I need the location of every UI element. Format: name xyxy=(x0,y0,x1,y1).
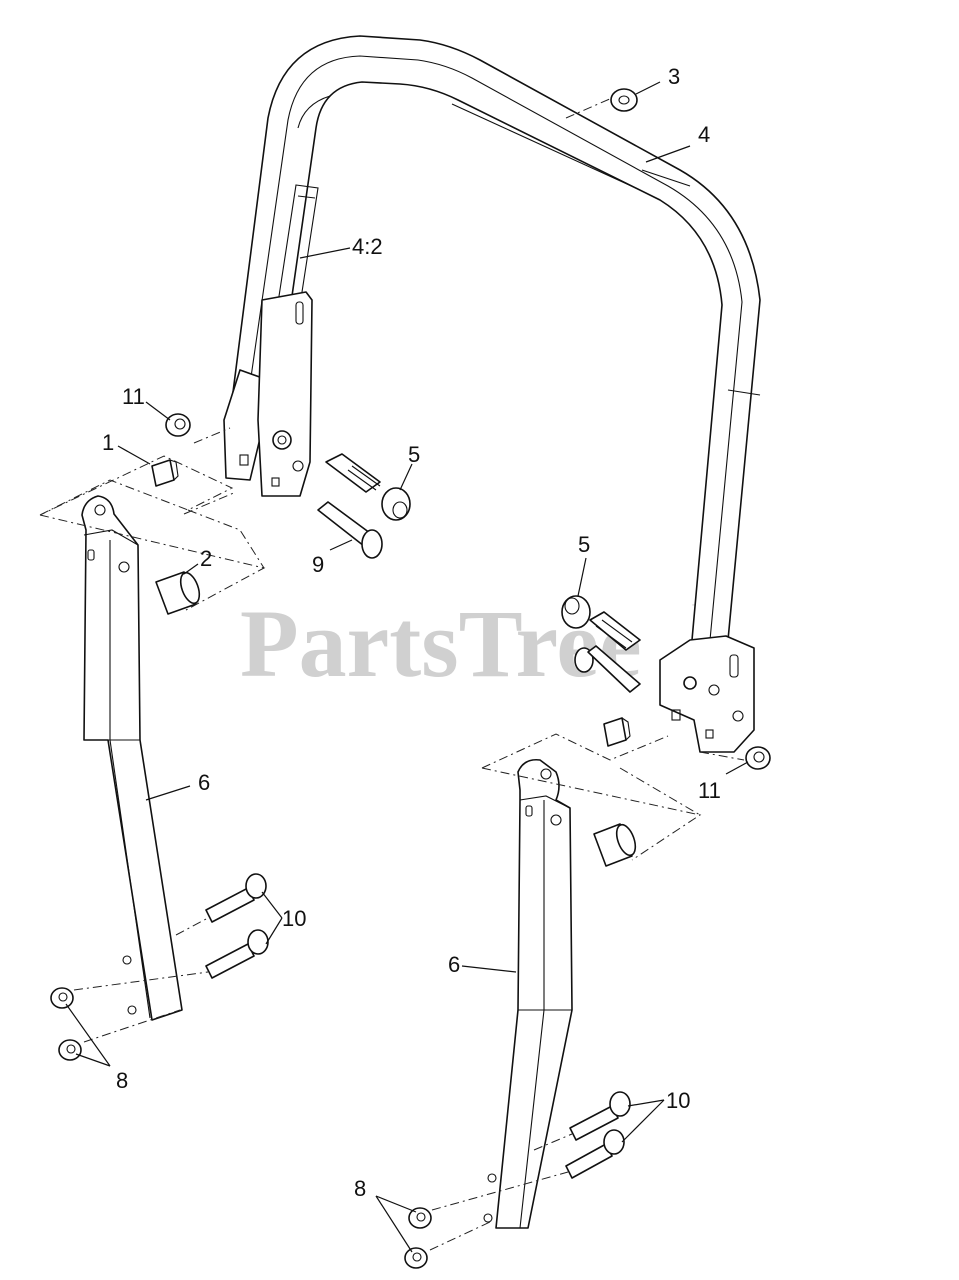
callout-3: 3 xyxy=(668,64,680,89)
callout-6-left: 6 xyxy=(198,770,210,795)
plug-1-left xyxy=(151,459,179,487)
right-lower-roll-bar-leg xyxy=(483,758,573,1229)
callout-11-right: 11 xyxy=(698,778,721,803)
flange-nut-8-left-upper xyxy=(50,987,74,1009)
spacer-2-left xyxy=(155,571,201,615)
bolt-10-left-upper xyxy=(205,873,267,923)
upper-roll-bar xyxy=(223,35,761,753)
bolt-10-left-lower xyxy=(205,929,269,979)
flange-nut-8-right-upper xyxy=(408,1207,432,1229)
callout-9: 9 xyxy=(312,552,324,577)
assembly-center-lines xyxy=(39,97,745,1251)
flange-nut-11-left xyxy=(165,413,191,437)
plug-1-right xyxy=(603,717,631,747)
bolt-10-right-lower xyxy=(565,1129,625,1179)
callout-5-left: 5 xyxy=(408,442,420,467)
callout-leaders xyxy=(65,81,749,1253)
callout-10-right: 10 xyxy=(666,1088,690,1113)
callout-4-2: 4:2 xyxy=(352,234,383,259)
callout-8-right: 8 xyxy=(354,1176,366,1201)
clevis-pin-9-right xyxy=(574,645,641,693)
bolt-10-right-upper xyxy=(569,1091,631,1141)
callout-6-right: 6 xyxy=(448,952,460,977)
spacer-2-right xyxy=(593,823,637,867)
callout-2: 2 xyxy=(200,546,212,571)
callout-10-left: 10 xyxy=(282,906,306,931)
callout-8-left: 8 xyxy=(116,1068,128,1093)
flange-nut-8-right-lower xyxy=(404,1247,428,1269)
callout-4: 4 xyxy=(698,122,710,147)
spring-pin-5-right xyxy=(561,595,641,651)
spring-pin-5-left xyxy=(325,453,411,521)
clevis-pin-9-left xyxy=(317,501,383,559)
callout-11-left: 11 xyxy=(122,384,145,409)
flange-nut-11-right xyxy=(745,746,771,770)
washer-3 xyxy=(610,88,638,112)
callout-1: 1 xyxy=(102,430,114,455)
callout-5-right: 5 xyxy=(578,532,590,557)
flange-nut-8-left-lower xyxy=(58,1039,82,1061)
left-lower-roll-bar-leg xyxy=(81,495,183,1021)
